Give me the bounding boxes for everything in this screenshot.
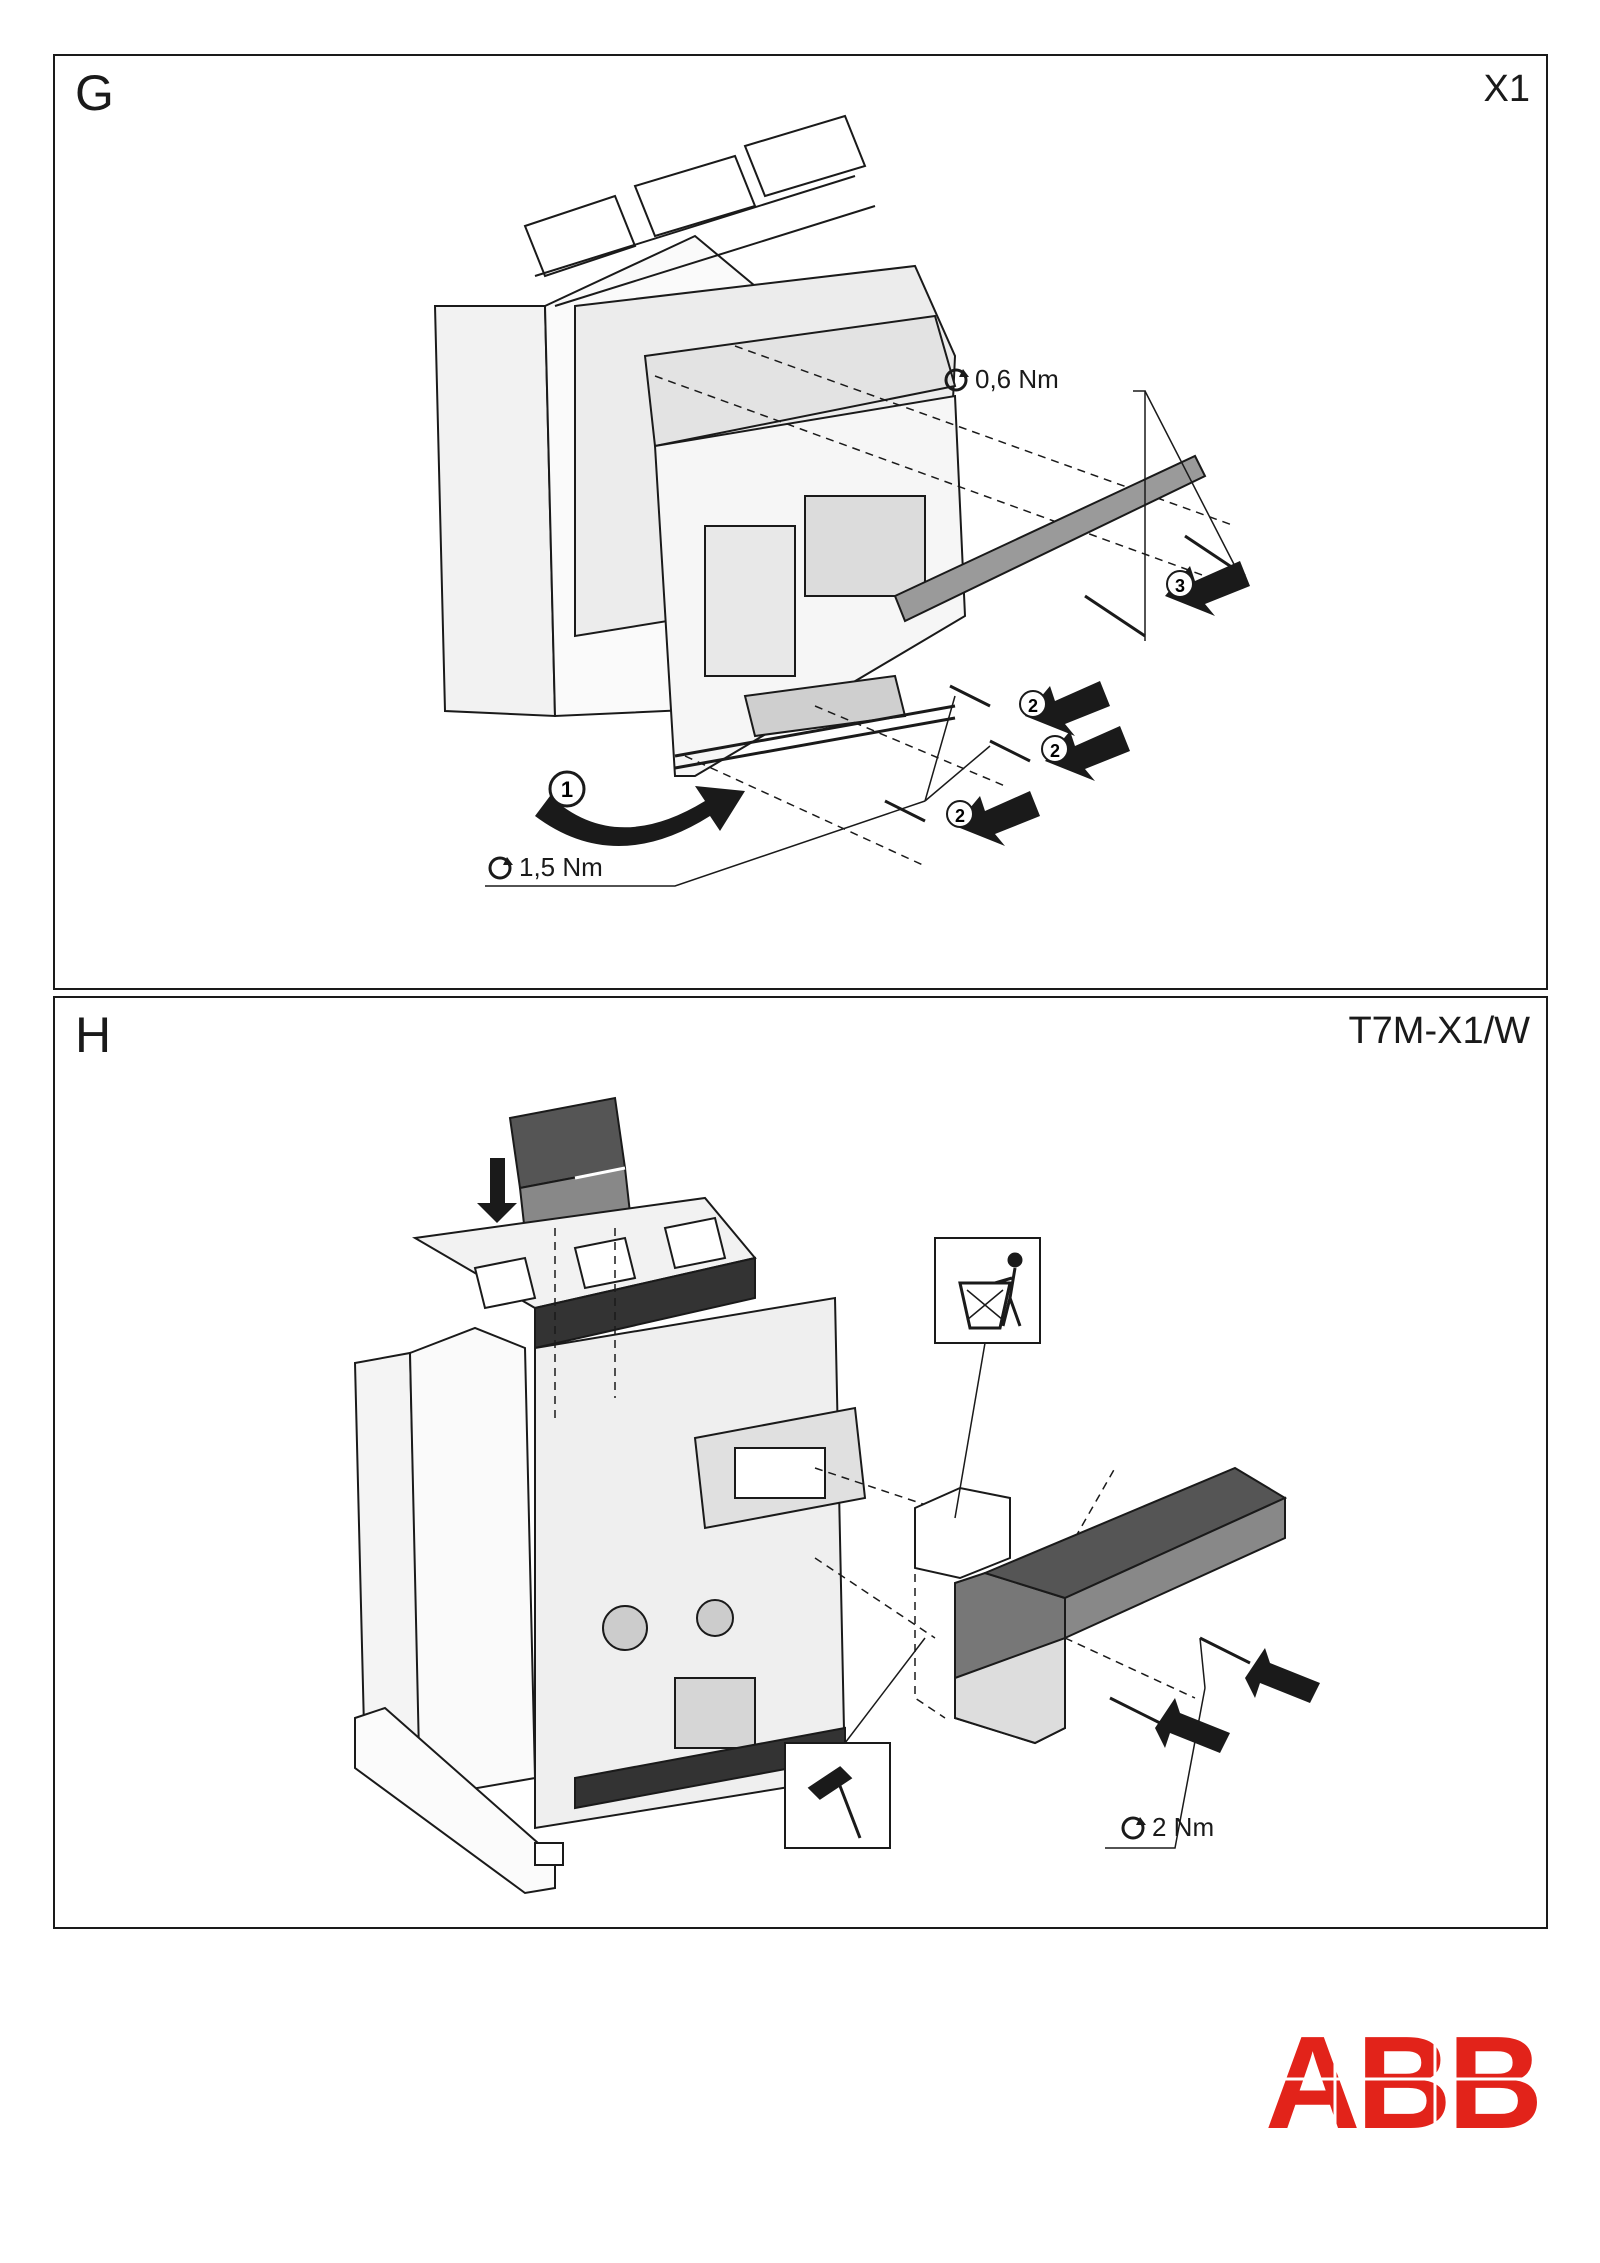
torque-top: 0,6 Nm <box>941 364 1059 395</box>
breaker-frame <box>353 1196 867 1895</box>
step-2a-label: 2 <box>1028 696 1038 716</box>
push-arrows <box>955 561 1250 846</box>
step-badges: 1 2 2 2 3 <box>548 570 1194 828</box>
hammer-icon <box>784 1742 891 1849</box>
panel-g-model: X1 <box>1483 68 1530 110</box>
step-3-label: 3 <box>1175 576 1185 596</box>
front-screws <box>884 684 1031 823</box>
cover-screws <box>1109 1636 1251 1725</box>
panel-g: G X1 <box>53 54 1548 990</box>
assembly-guides <box>654 345 1236 867</box>
step-2c-label: 2 <box>955 806 965 826</box>
mounting-bar <box>893 454 1207 623</box>
torque-icon <box>944 368 969 391</box>
torque-bottom: 1,5 Nm <box>485 852 603 883</box>
panel-h: H T7M-X1/W <box>53 996 1548 1929</box>
torque-top-value: 0,6 Nm <box>975 364 1059 394</box>
removed-cover <box>914 1466 1288 1745</box>
panel-g-illustration: 1 2 2 2 3 <box>433 114 1250 887</box>
trash-bin-icon <box>958 1252 1023 1330</box>
breaker-body <box>433 114 967 777</box>
torque-h-value: 2 Nm <box>1152 1812 1215 1842</box>
down-arrow <box>477 1158 517 1223</box>
torque-icon <box>488 856 513 879</box>
torque-bottom-value: 1,5 Nm <box>519 852 603 882</box>
panel-h-model: T7M-X1/W <box>1348 1010 1530 1052</box>
abb-logo: ABB <box>1255 2020 1549 2138</box>
panel-h-illustration <box>353 1096 1320 1895</box>
rotate-arrow <box>535 786 745 846</box>
panel-g-letter: G <box>75 65 114 121</box>
push-arrows <box>1155 1648 1320 1753</box>
torque-h: 2 Nm <box>1118 1812 1214 1843</box>
panel-h-letter: H <box>75 1007 112 1063</box>
step-1-label: 1 <box>561 777 573 802</box>
hammer-icon <box>807 1766 862 1839</box>
assembly-guides <box>554 1228 1196 1719</box>
step-2b-label: 2 <box>1050 741 1060 761</box>
torque-icon <box>1121 1816 1146 1839</box>
